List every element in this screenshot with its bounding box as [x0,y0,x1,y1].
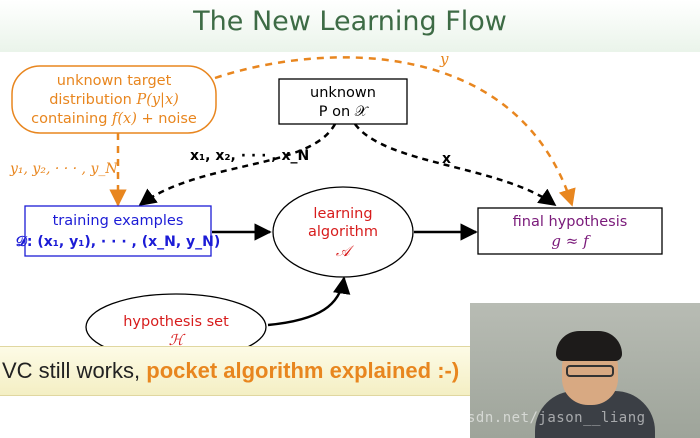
presenter-webcam [470,303,700,438]
label-x-single: x [442,151,451,167]
training-line1: training examples [53,213,184,229]
label-x-list: x₁, x₂, · · · , x_N [190,148,309,164]
hset-symbol: ℋ [169,331,186,349]
training-line2: 𝒟: (x₁, y₁), · · · , (x_N, y_N) [16,234,221,250]
label-y-top: y [439,50,449,68]
caption-bar: VC still works, pocket algorithm explain… [0,346,480,396]
algorithm-line2: algorithm [308,224,378,240]
edge-hset-to-algorithm [267,276,351,327]
hypothesis-line1: final hypothesis [513,214,628,230]
node-training-examples [24,205,212,257]
presenter-hair [556,331,622,361]
input-dist-line2: P on 𝒳 [319,104,370,120]
edge-input-to-hypothesis [353,123,557,207]
node-final-hypothesis [477,207,663,255]
slide-title: The New Learning Flow [193,6,507,37]
slide-header [0,0,700,52]
edge-target-to-hypothesis [214,56,576,207]
target-line1: unknown target [57,73,172,89]
node-input-distribution [278,78,408,125]
caption-text: VC still works, [2,358,147,383]
hset-line1: hypothesis set [123,314,229,330]
edge-input-to-training [138,123,337,207]
hypothesis-line2: g ≈ f [551,232,591,250]
target-line2: distribution P(y|x) [49,92,179,108]
input-dist-line1: unknown [310,85,376,101]
label-y-list: y₁, y₂, · · · , y_N [9,161,118,177]
target-line3: containing f(x) + noise [31,111,197,127]
algorithm-line1: learning [313,206,372,222]
watermark: https://blog.csdn.net/jason__liang [342,410,646,426]
node-learning-algorithm [272,186,414,278]
node-target-distribution [11,65,217,134]
caption-highlight: pocket algorithm explained :-) [146,358,460,383]
presenter-glasses [566,365,614,377]
